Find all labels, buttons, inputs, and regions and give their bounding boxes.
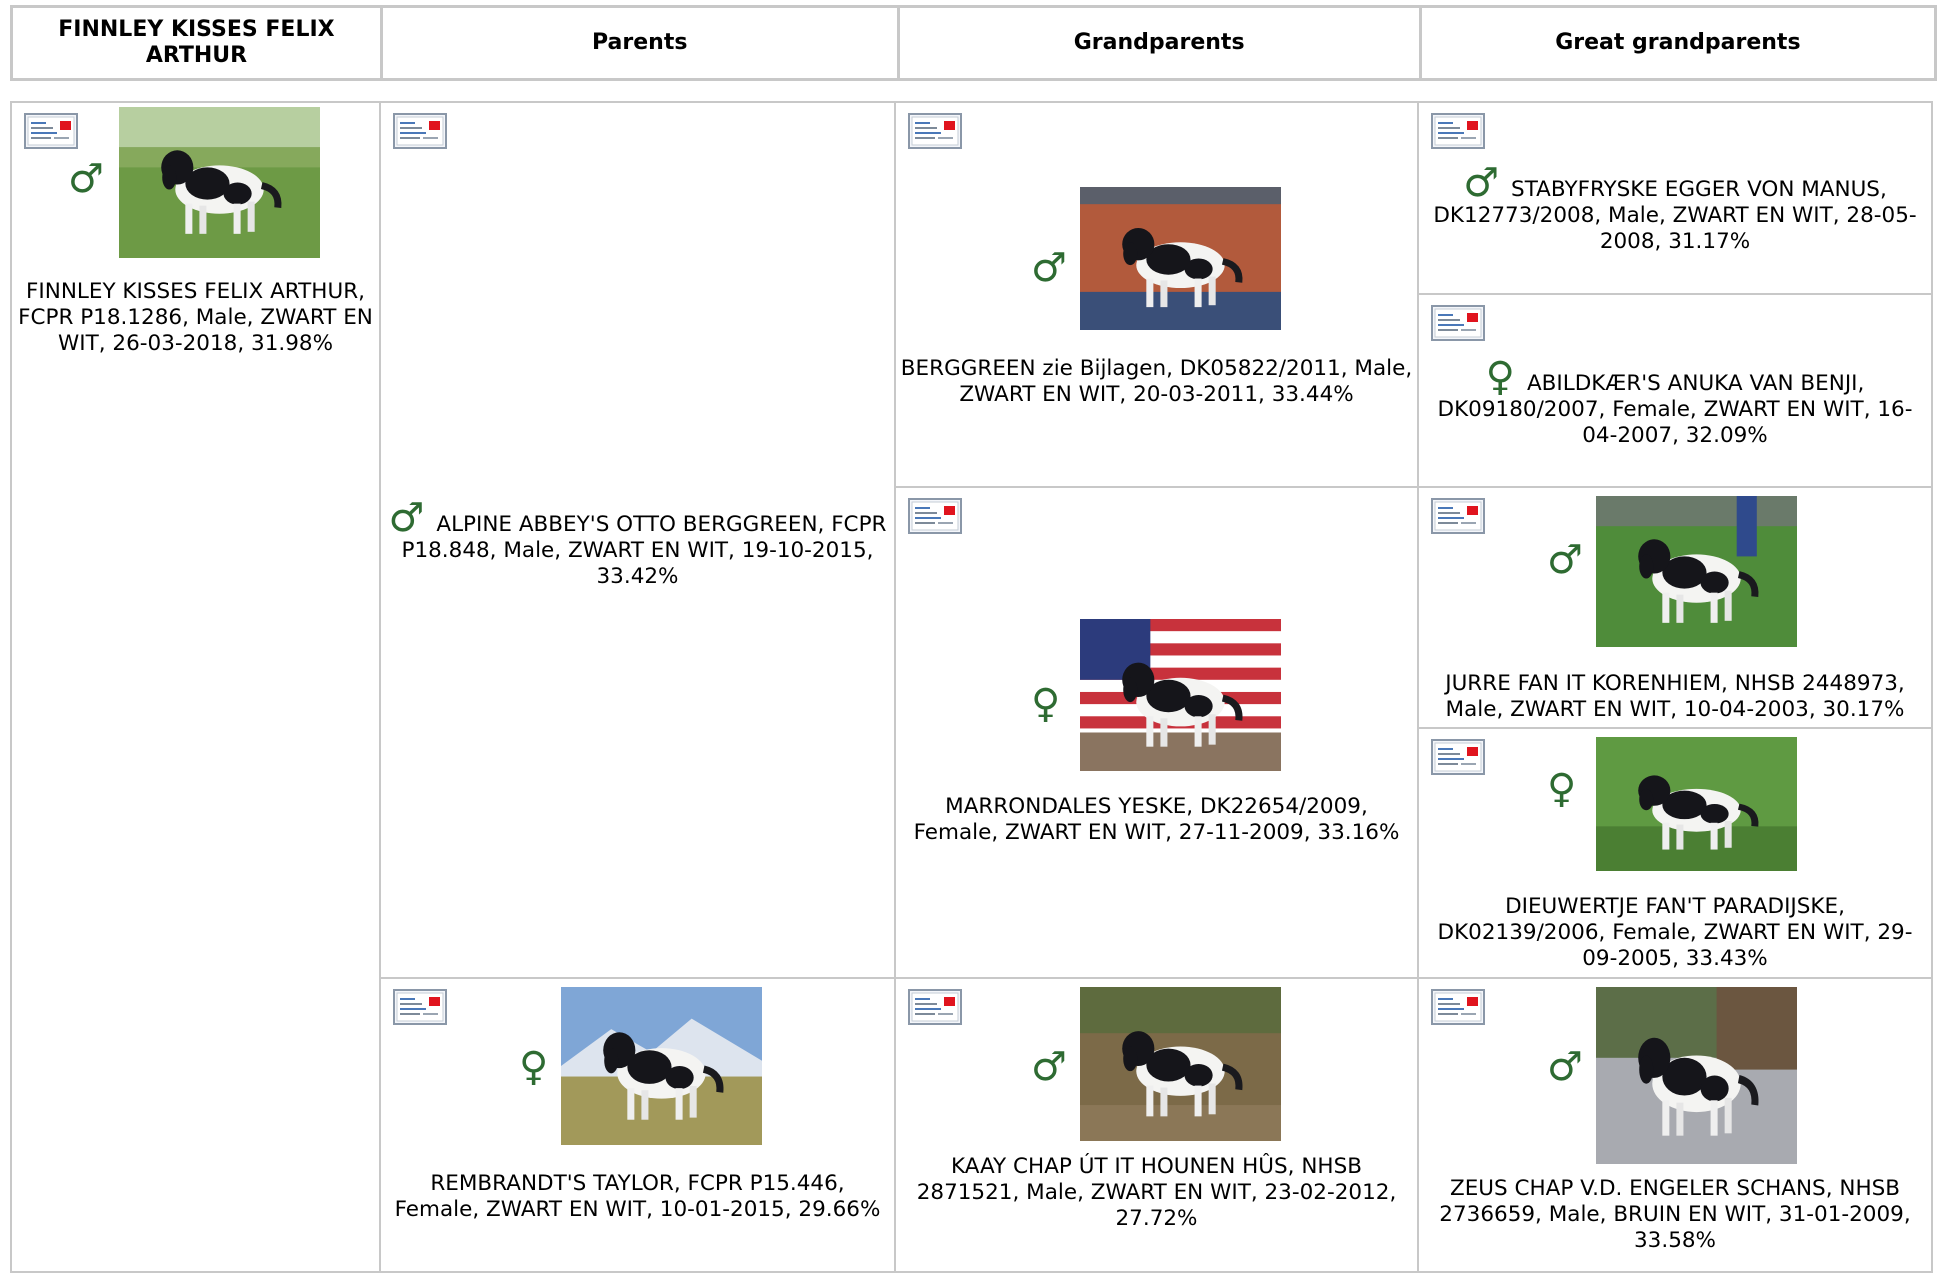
pedigree-header: FINNLEY KISSES FELIX ARTHUR Parents Gran…: [10, 5, 1937, 81]
dog-photo[interactable]: [561, 987, 762, 1145]
great-grandparent-cell-sds: ♂ JURRE FAN IT KORENHIEM, NHSB 2448973, …: [1419, 488, 1933, 729]
dog-description: BERGGREEN zie Bijlagen, DK05822/2011, Ma…: [900, 356, 1413, 407]
profile-card-icon[interactable]: [393, 989, 447, 1025]
dog-description: ZEUS CHAP V.D. ENGELER SCHANS, NHSB 2736…: [1439, 1176, 1911, 1253]
male-symbol-icon: ♂: [68, 156, 104, 202]
profile-card-icon[interactable]: [908, 113, 962, 149]
great-grandparent-cell-sss: ♂STABYFRYSKE EGGER VON MANUS, DK12773/20…: [1419, 103, 1933, 295]
profile-card-icon[interactable]: [1431, 113, 1485, 149]
subject-cell: ♂ FINNLEY KISSES FELIX ARTHUR, FCPR P18.…: [12, 103, 381, 1273]
profile-card-icon[interactable]: [1431, 305, 1485, 341]
profile-card-icon[interactable]: [1431, 989, 1485, 1025]
profile-card-icon[interactable]: [1431, 739, 1485, 775]
great-grandparent-cell-dss: ♂ ZEUS CHAP V.D. ENGELER SCHANS, NHSB 27…: [1419, 979, 1933, 1273]
dog-description: MARRONDALES YESKE, DK22654/2009, Female,…: [913, 794, 1400, 845]
dog-photo[interactable]: [1080, 987, 1281, 1141]
grandparent-cell-dam-sire: ♂ KAAY CHAP ÚT IT HOUNEN HÛS, NHSB 28715…: [896, 979, 1419, 1273]
grandparent-cell-sire-sire: ♂ BERGGREEN zie Bijlagen, DK05822/2011, …: [896, 103, 1419, 488]
female-symbol-icon: ♀: [1485, 354, 1515, 400]
profile-card-icon[interactable]: [908, 498, 962, 534]
header-subject: FINNLEY KISSES FELIX ARTHUR: [10, 5, 383, 81]
great-grandparent-cell-sdd: ♀ DIEUWERTJE FAN'T PARADIJSKE, DK02139/2…: [1419, 729, 1933, 979]
dog-description: REMBRANDT'S TAYLOR, FCPR P15.446, Female…: [394, 1171, 881, 1222]
great-grandparent-cell-ssd: ♀ABILDKÆR'S ANUKA VAN BENJI, DK09180/200…: [1419, 295, 1933, 488]
pedigree-grid: ♂ FINNLEY KISSES FELIX ARTHUR, FCPR P18.…: [10, 101, 1933, 1273]
female-symbol-icon: ♀: [1031, 681, 1061, 727]
dog-photo[interactable]: [1080, 619, 1281, 771]
female-symbol-icon: ♀: [1547, 766, 1577, 812]
dog-photo[interactable]: [119, 107, 320, 258]
profile-card-icon[interactable]: [393, 113, 447, 149]
dog-photo[interactable]: [1080, 187, 1281, 330]
dog-photo[interactable]: [1596, 496, 1797, 647]
male-symbol-icon: ♂: [1547, 537, 1583, 583]
dog-description: FINNLEY KISSES FELIX ARTHUR, FCPR P18.12…: [18, 279, 373, 356]
dog-description: JURRE FAN IT KORENHIEM, NHSB 2448973, Ma…: [1445, 671, 1905, 722]
header-great-grandparents: Great grandparents: [1418, 5, 1937, 81]
female-symbol-icon: ♀: [519, 1044, 549, 1090]
dog-description: KAAY CHAP ÚT IT HOUNEN HÛS, NHSB 2871521…: [916, 1154, 1397, 1231]
dog-description: ♂STABYFRYSKE EGGER VON MANUS, DK12773/20…: [1433, 160, 1917, 254]
dam-cell: ♀ REMBRANDT'S TAYLOR, FCPR P15.446, Fema…: [381, 979, 896, 1273]
profile-card-icon[interactable]: [24, 113, 78, 149]
sire-cell: ♂ALPINE ABBEY'S OTTO BERGGREEN, FCPR P18…: [381, 103, 896, 979]
dog-description: DIEUWERTJE FAN'T PARADIJSKE, DK02139/200…: [1437, 894, 1913, 971]
male-symbol-icon: ♂: [1031, 245, 1067, 291]
header-grandparents: Grandparents: [896, 5, 1422, 81]
profile-card-icon[interactable]: [908, 989, 962, 1025]
dog-description: ♂ALPINE ABBEY'S OTTO BERGGREEN, FCPR P18…: [388, 495, 887, 589]
header-parents: Parents: [379, 5, 900, 81]
dog-photo[interactable]: [1596, 737, 1797, 871]
profile-card-icon[interactable]: [1431, 498, 1485, 534]
male-symbol-icon: ♂: [1031, 1044, 1067, 1090]
dog-description: ♀ABILDKÆR'S ANUKA VAN BENJI, DK09180/200…: [1437, 354, 1913, 448]
male-symbol-icon: ♂: [1547, 1044, 1583, 1090]
male-symbol-icon: ♂: [1463, 160, 1500, 206]
dog-photo[interactable]: [1596, 987, 1797, 1164]
grandparent-cell-sire-dam: ♀ MARRONDALES YESKE, DK22654/2009, Femal…: [896, 488, 1419, 979]
male-symbol-icon: ♂: [388, 495, 425, 541]
